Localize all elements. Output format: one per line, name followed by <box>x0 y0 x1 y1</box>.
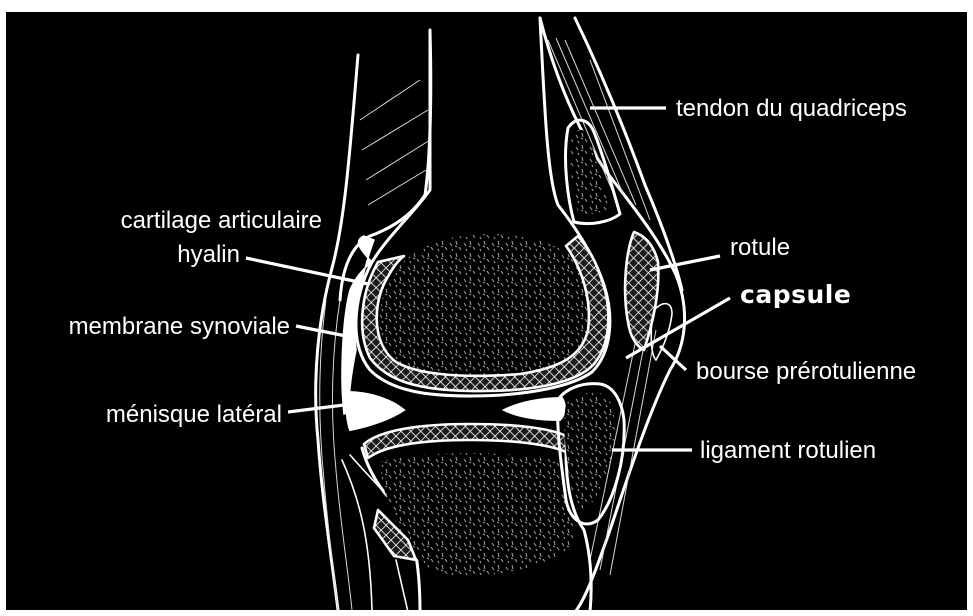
label-membrane-synoviale: membrane synoviale <box>69 313 290 340</box>
label-ligament-rotulien: ligament rotulien <box>700 437 876 464</box>
label-tendon-du-quadriceps: tendon du quadriceps <box>676 95 907 122</box>
label-cartilage-line2: hyalin <box>177 241 240 268</box>
label-bourse-prerotulienne: bourse prérotulienne <box>696 358 916 385</box>
label-menisque-lateral: ménisque latéral <box>106 401 282 428</box>
label-cartilage-line1: cartilage articulaire <box>121 207 322 234</box>
label-rotule: rotule <box>730 234 790 261</box>
label-capsule: capsule <box>740 280 851 309</box>
